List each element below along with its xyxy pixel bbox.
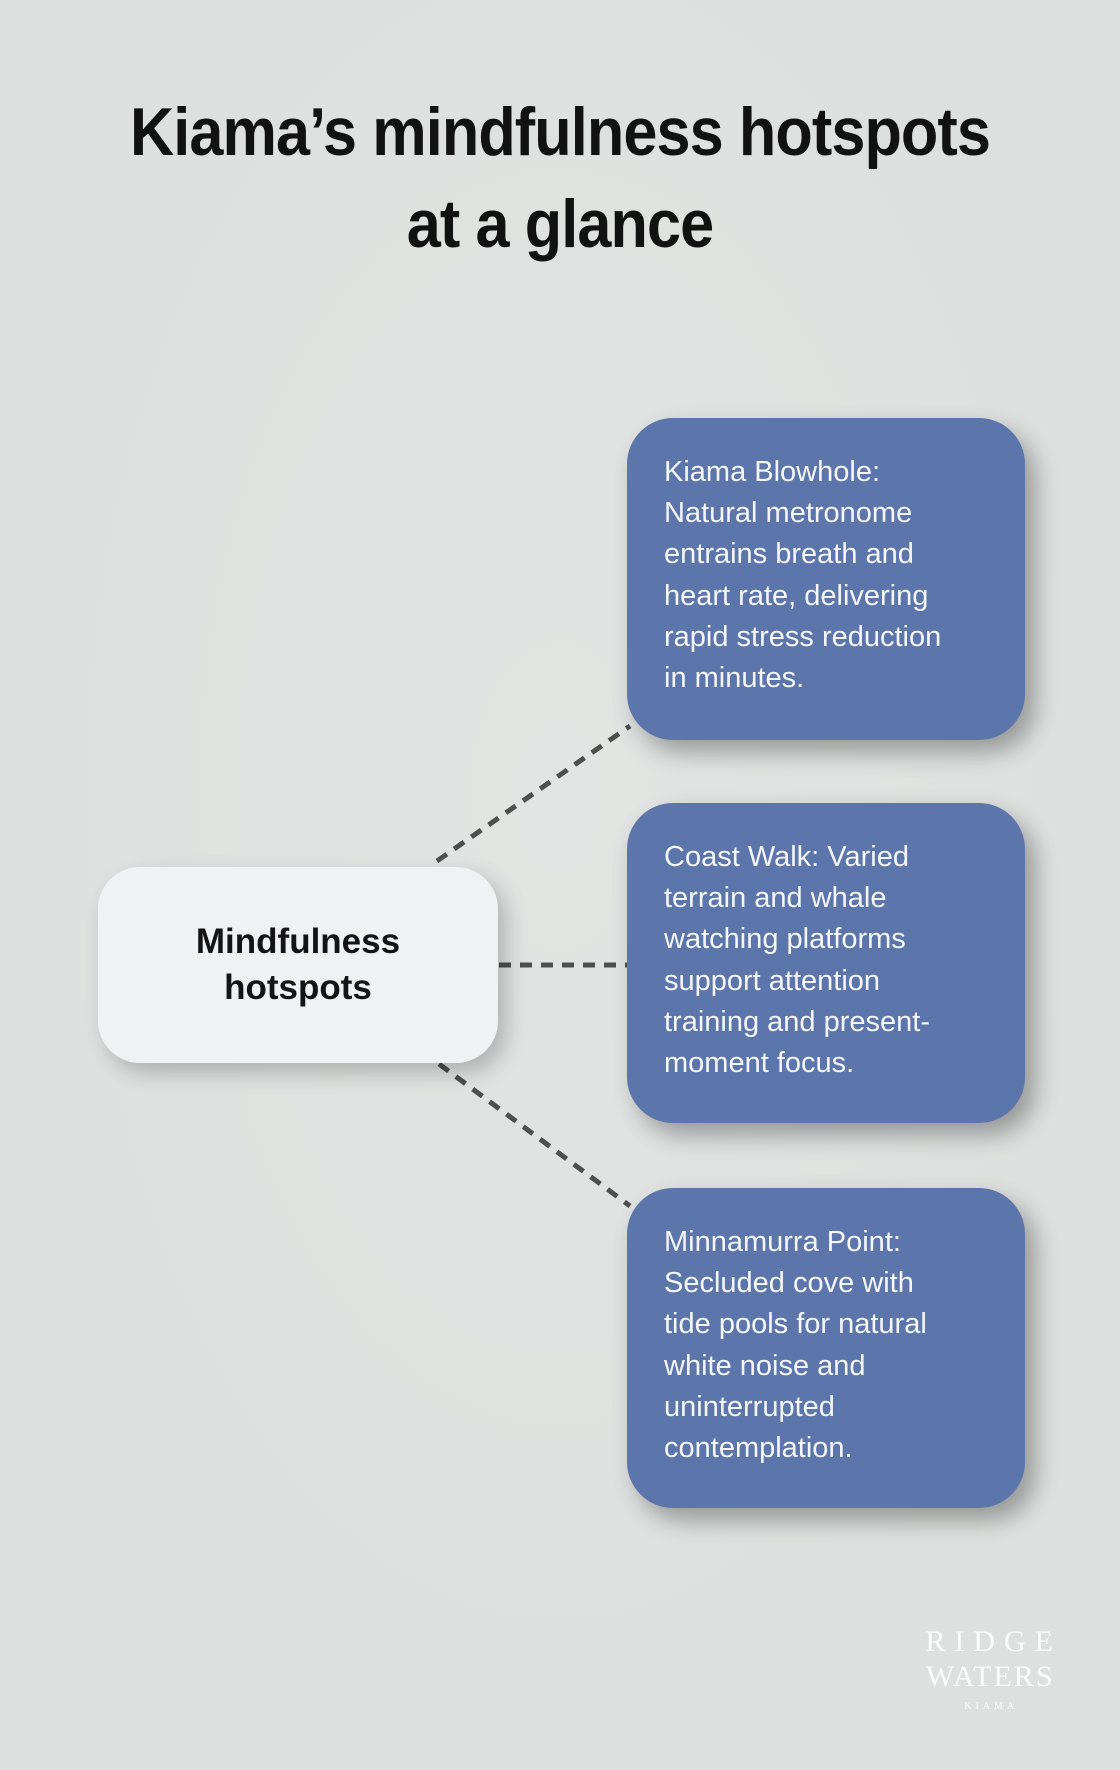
connector-to-minnamurra-point <box>437 1061 632 1209</box>
branch-text-minnamurra-point: Minnamurra Point: Secluded cove with tid… <box>664 1226 927 1464</box>
page-title-line-2: at a glance <box>406 186 714 262</box>
branch-text-kiama-blowhole: Kiama Blowhole: Natural metronome entrai… <box>664 456 942 694</box>
brand-logo-line-2: WATERS <box>925 1659 1055 1693</box>
page-title: Kiama’s mindfulness hotspots at a glance <box>56 86 1064 270</box>
branch-box-coast-walk: Coast Walk: Varied terrain and whale wat… <box>627 803 1025 1123</box>
branch-text-coast-walk: Coast Walk: Varied terrain and whale wat… <box>664 841 930 1079</box>
brand-logo: RIDGE WATERS KIAMA <box>916 1626 1062 1712</box>
branch-box-minnamurra-point: Minnamurra Point: Secluded cove with tid… <box>627 1188 1025 1508</box>
central-topic-node: Mindfulness hotspots <box>98 867 498 1063</box>
branch-box-kiama-blowhole: Kiama Blowhole: Natural metronome entrai… <box>627 418 1025 740</box>
brand-logo-line-1: RIDGE <box>925 1625 1062 1658</box>
central-topic-label: Mindfulness hotspots <box>195 921 401 1007</box>
connector-to-kiama-blowhole <box>435 723 632 864</box>
brand-logo-location: KIAMA <box>964 1701 1019 1712</box>
page-title-line-1: Kiama’s mindfulness hotspots <box>129 94 991 170</box>
